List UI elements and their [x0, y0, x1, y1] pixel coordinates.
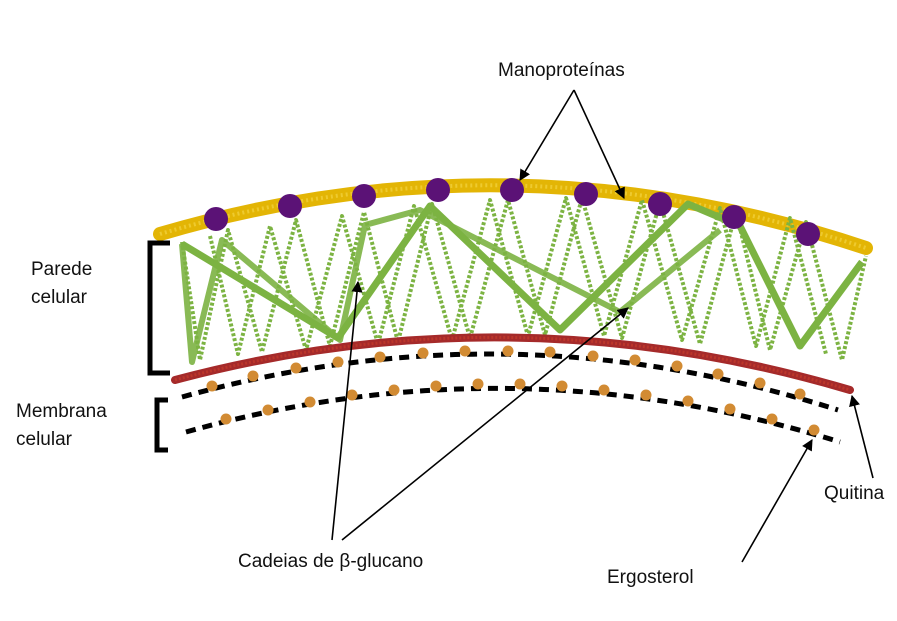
label-membrana-celular: Membrana celular: [16, 398, 107, 454]
label-parede-line2: celular: [31, 284, 92, 312]
label-membrana-line1: Membrana: [16, 398, 107, 426]
label-membrana-line2: celular: [16, 426, 107, 454]
label-ergosterol: Ergosterol: [607, 564, 694, 592]
cell-wall-bracket: [150, 243, 170, 373]
label-manoproteinas: Manoproteínas: [498, 57, 625, 85]
label-beta-glucano: Cadeias de β-glucano: [238, 548, 423, 576]
chitin-arrow: [852, 396, 873, 478]
membrane-bracket: [157, 400, 168, 450]
membrane-inner: [186, 388, 840, 442]
label-parede-line1: Parede: [31, 256, 92, 284]
mannoprotein-arrow-1: [520, 90, 574, 180]
label-parede-celular: Parede celular: [31, 256, 92, 312]
label-quitina: Quitina: [824, 480, 884, 508]
chitin-layer: [175, 337, 850, 390]
mannoprotein-arrow-2: [574, 90, 624, 198]
ergosterol-arrow: [742, 440, 812, 562]
